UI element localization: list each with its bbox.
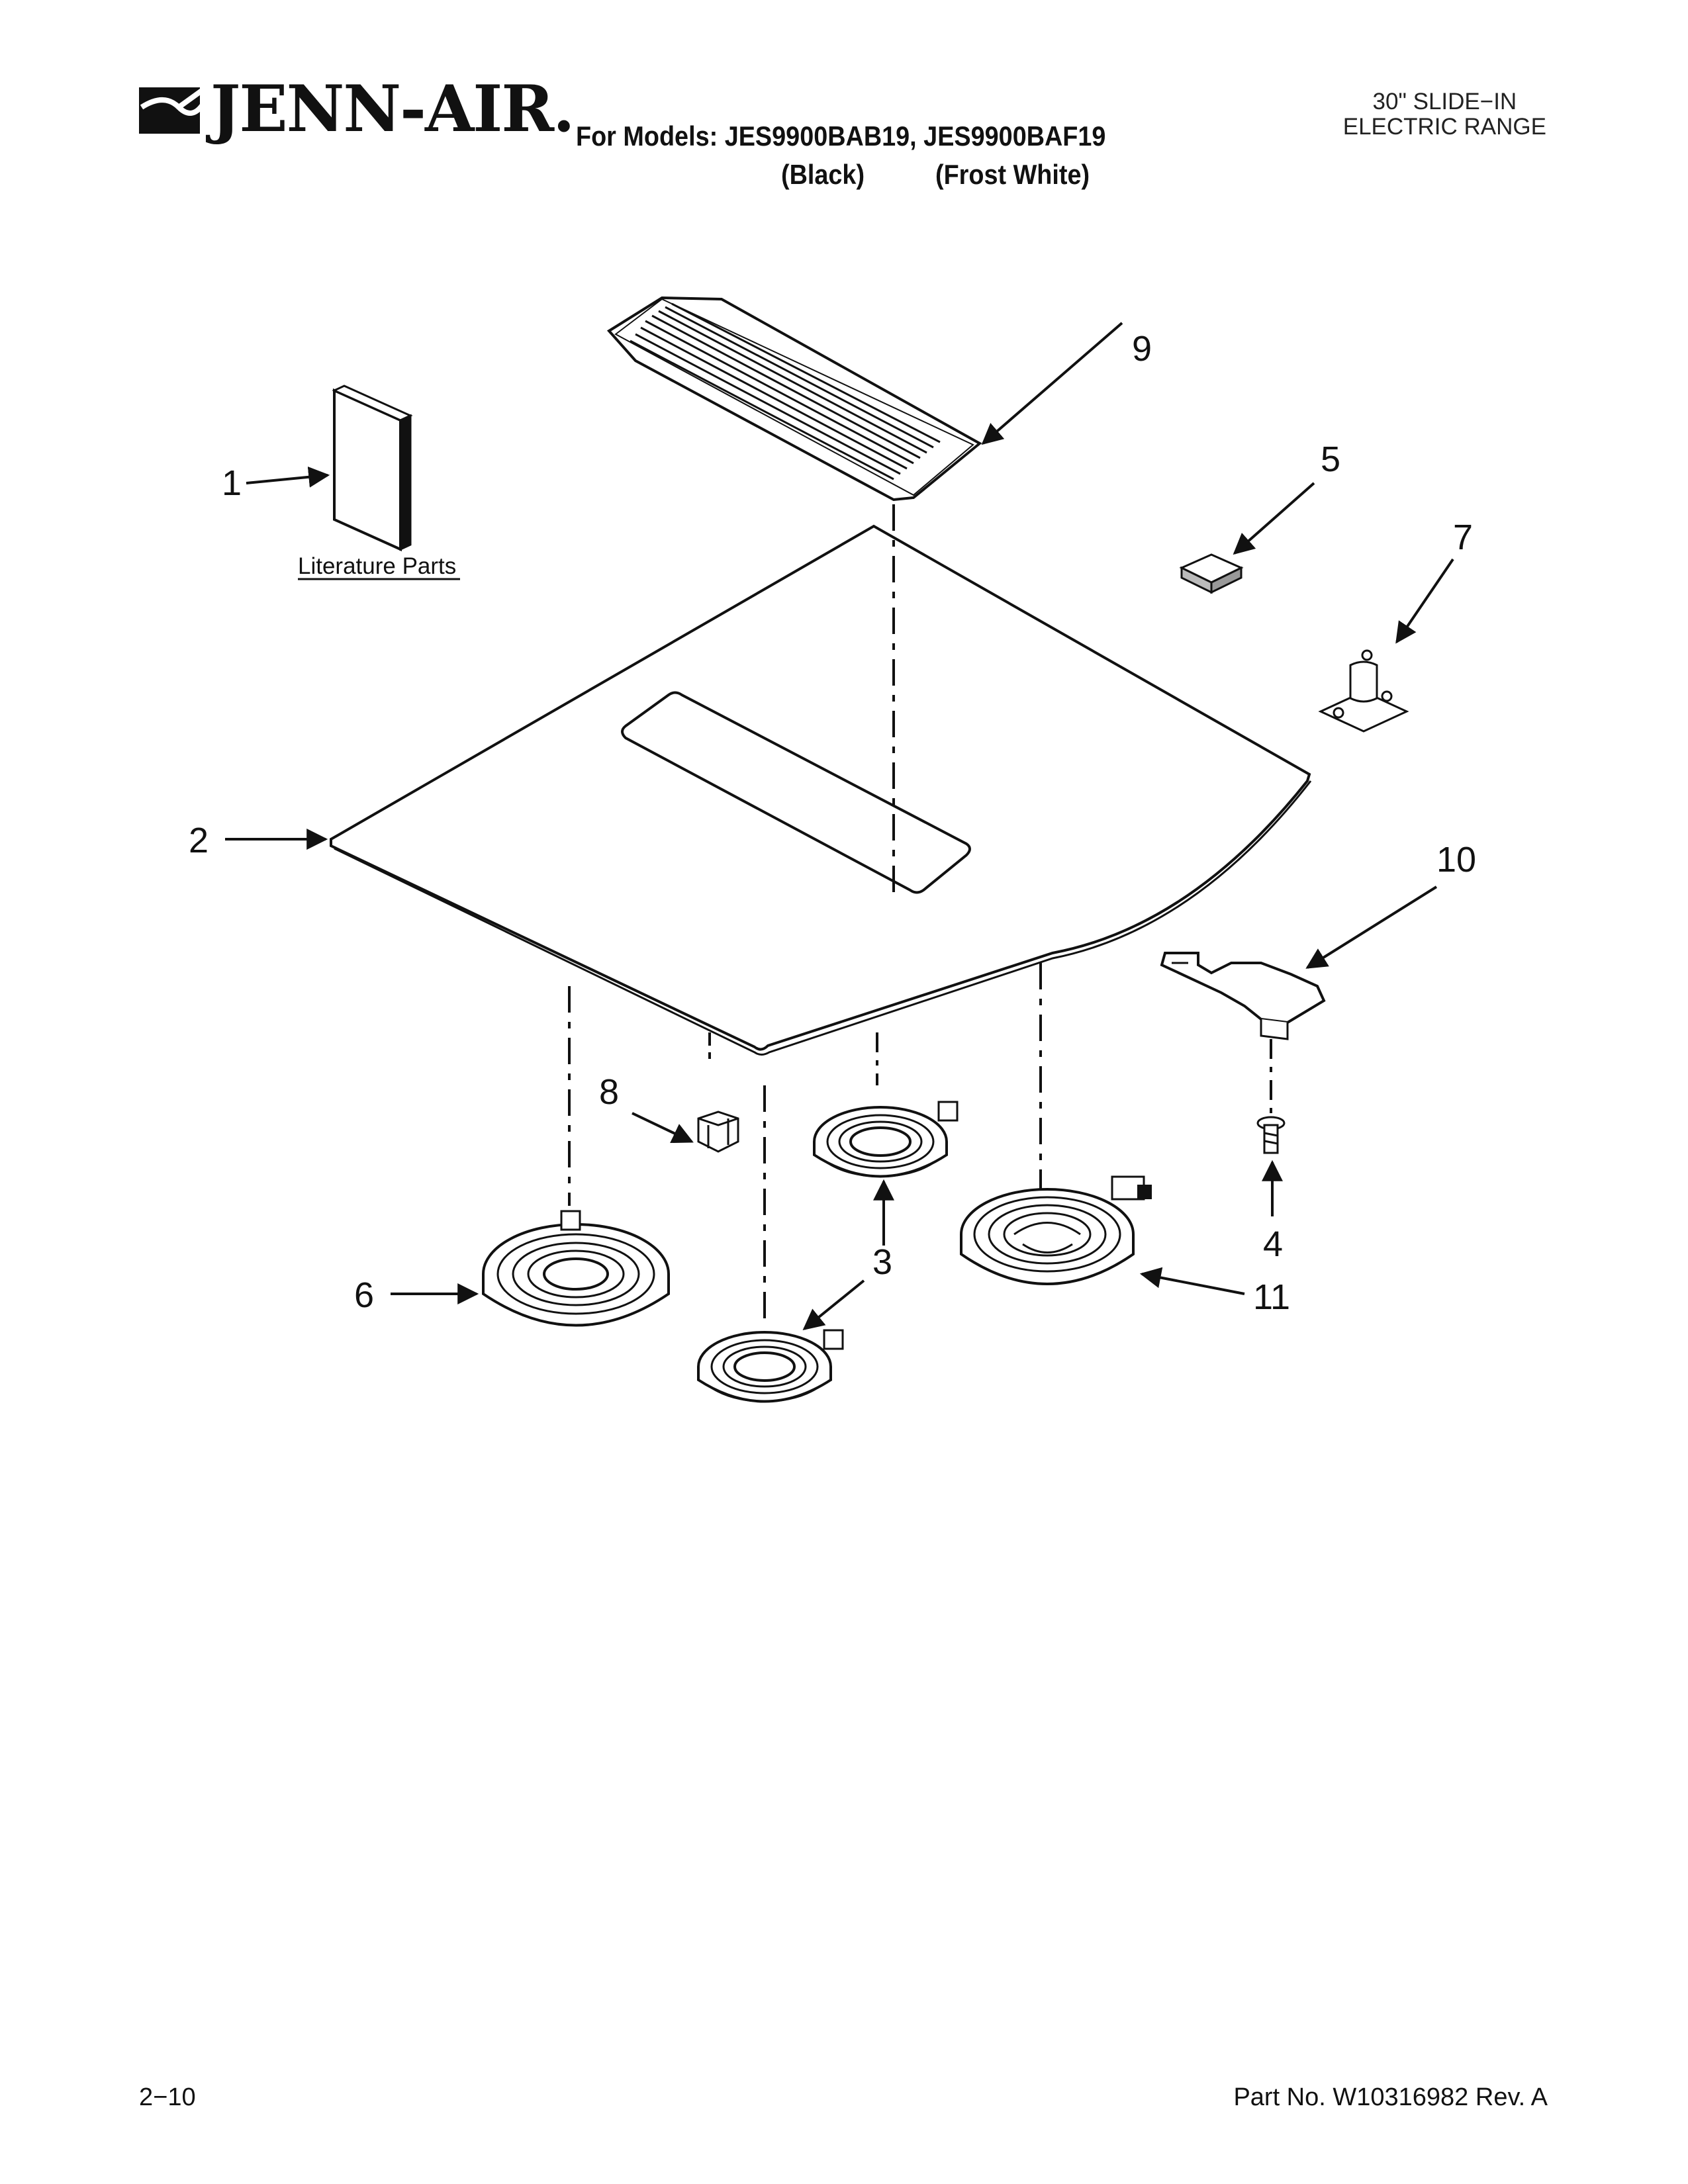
models-title: For Models: JES9900BAB19, JES9900BAF19 <box>576 120 1106 152</box>
callout-7: 7 <box>1453 518 1473 557</box>
callout-arrow-9 <box>632 1112 694 1144</box>
callout-arrow-3b <box>802 1279 865 1331</box>
callout-10: 10 <box>1436 840 1476 880</box>
element-clip <box>697 1111 739 1153</box>
literature-booklet <box>332 385 413 552</box>
page-number: 2−10 <box>139 2083 196 2111</box>
callout-arrow-7 <box>1395 558 1454 644</box>
rubber-pad <box>1179 553 1244 594</box>
surface-element-small-upper <box>813 1101 959 1178</box>
literature-parts-label: Literature Parts <box>298 553 456 579</box>
side-bracket <box>1160 952 1326 1040</box>
bridge-surface-element <box>960 1175 1152 1285</box>
callout-5: 5 <box>1321 439 1340 479</box>
brand-logo: JENN-AIR. <box>139 66 575 152</box>
callout-11: 11 <box>1253 1277 1290 1317</box>
callout-9: 8 <box>599 1072 619 1112</box>
downdraft-grille <box>606 296 982 502</box>
callout-3-upper: 3 <box>872 1242 892 1282</box>
callout-4: 4 <box>1263 1224 1283 1264</box>
callout-arrow-8 <box>981 322 1123 445</box>
product-type-line2: ELECTRIC RANGE <box>1342 114 1546 140</box>
surface-element-small-lower <box>697 1329 844 1403</box>
glass-cooktop <box>330 524 1312 1056</box>
product-type-line1: 30" SLIDE−IN <box>1372 89 1517 114</box>
product-type: 30" SLIDE−IN ELECTRIC RANGE <box>1343 89 1546 140</box>
callout-arrow-10 <box>1305 886 1438 969</box>
callout-1: 1 <box>222 463 242 503</box>
brand-mark-icon <box>139 87 208 134</box>
callout-2: 2 <box>189 821 209 860</box>
callout-arrow-5 <box>1233 482 1315 555</box>
screw <box>1256 1116 1286 1154</box>
callout-arrow-1 <box>246 466 330 488</box>
part-number: Part No. W10316982 Rev. A <box>1233 2083 1548 2111</box>
callout-6: 6 <box>354 1275 374 1315</box>
color-black-label: (Black) <box>781 159 865 190</box>
callout-arrow-11 <box>1139 1267 1245 1295</box>
mounting-bracket <box>1318 649 1409 733</box>
brand-name: JENN-AIR. <box>211 71 575 146</box>
callout-8: 9 <box>1132 329 1152 369</box>
surface-element-large <box>482 1210 670 1327</box>
color-white-label: (Frost White) <box>935 159 1090 190</box>
